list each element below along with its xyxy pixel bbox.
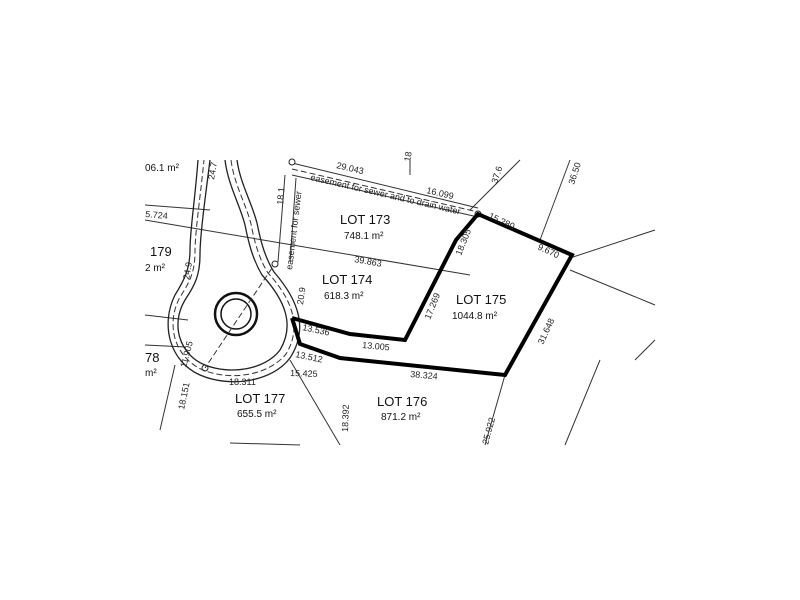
lot-175-name: LOT 175 (456, 292, 506, 307)
lot-174: LOT 174 618.3 m² (322, 272, 372, 302)
easement-side-label: easement for sewer (284, 191, 304, 271)
lot-177-area: 655.5 m² (237, 409, 277, 420)
dim-18-1: 18.1 (275, 187, 286, 205)
dim-9-670: 9.670 (536, 242, 561, 261)
cul-de-sac-road (167, 159, 301, 383)
neighbour-fragments: 06.1 m² 179 2 m² 78 m² (145, 163, 180, 379)
dim-5-724: 5.724 (145, 209, 168, 221)
lot-179-area-fragment: 2 m² (145, 263, 166, 274)
dim-38-324: 38.324 (410, 369, 438, 381)
lot-176: LOT 176 871.2 m² (377, 394, 427, 423)
lot-173-area: 748.1 m² (344, 231, 384, 242)
lot-177: LOT 177 655.5 m² (235, 391, 285, 420)
dim-39-863: 39.863 (354, 254, 383, 269)
lot-174-area: 618.3 m² (324, 291, 364, 302)
dim-18-311: 18.311 (229, 377, 256, 387)
dim-18-top: 18 (402, 151, 414, 163)
dim-25-922: 25.922 (480, 416, 497, 445)
lot-175: LOT 175 1044.8 m² (452, 292, 506, 322)
dim-15-280: 15.280 (487, 211, 516, 232)
dim-18-151: 18.151 (176, 381, 192, 410)
lot-176-area: 871.2 m² (381, 412, 421, 423)
top-left-area: 06.1 m² (145, 163, 180, 174)
lot-173: LOT 173 748.1 m² (340, 212, 390, 242)
dimension-labels: 29.043 16.099 15.280 9.670 37.6 36.50 18… (145, 151, 583, 446)
lot-176-name: LOT 176 (377, 394, 427, 409)
dim-29-043: 29.043 (336, 160, 365, 176)
dim-20-9: 20.9 (295, 287, 307, 306)
lot-178-fragment: 78 (145, 350, 159, 365)
lot-177-name: LOT 177 (235, 391, 285, 406)
lot-178-area-fragment: m² (145, 368, 157, 379)
boundary-lines (144, 159, 656, 446)
dim-13-536: 13.536 (302, 322, 331, 338)
dim-15-425: 15.425 (290, 368, 318, 379)
dim-37-6: 37.6 (489, 165, 504, 185)
dim-36-50: 36.50 (566, 161, 582, 186)
lot-173-name: LOT 173 (340, 212, 390, 227)
dim-24-7: 24.7 (206, 161, 219, 180)
lot-179-fragment: 179 (150, 244, 172, 259)
lot-174-name: LOT 174 (322, 272, 372, 287)
lot-175-area: 1044.8 m² (452, 311, 498, 322)
dim-13-005: 13.005 (362, 340, 390, 352)
dim-18-392: 18.392 (340, 404, 351, 432)
dim-31-648: 31.648 (536, 317, 557, 346)
highlighted-lot-boundaries (290, 211, 575, 378)
dim-24-9: 24.9 (181, 261, 194, 280)
